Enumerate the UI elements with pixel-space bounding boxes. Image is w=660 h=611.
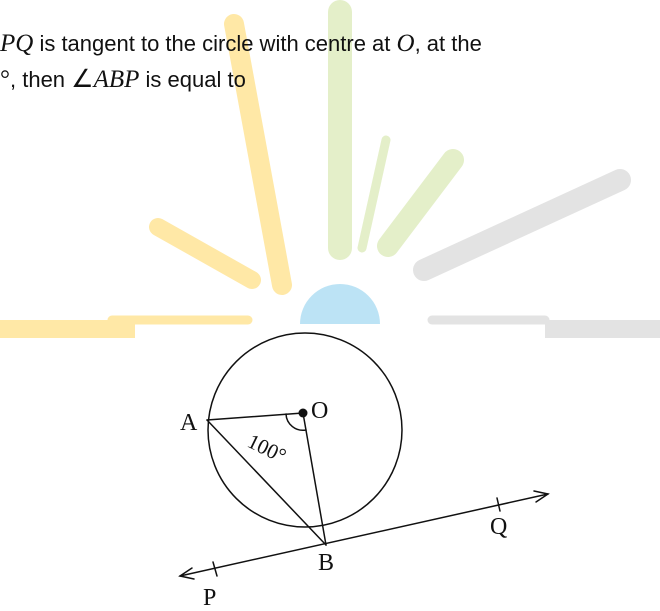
question-text-1a: is tangent to the circle with centre at: [33, 31, 397, 56]
label-a: A: [180, 410, 198, 436]
question-line-1: PQ is tangent to the circle with centre …: [0, 30, 482, 58]
centre-name: O: [396, 30, 415, 57]
angle-name: ABP: [93, 66, 140, 93]
label-p: P: [203, 585, 216, 611]
centre-point: [298, 408, 308, 418]
label-b: B: [318, 550, 334, 576]
chord-ab: [206, 419, 327, 546]
label-q: Q: [490, 514, 507, 540]
question-text-2b: is equal to: [139, 67, 246, 92]
question-text-2a: , then: [10, 67, 72, 92]
watermark-sun: [300, 284, 380, 324]
watermark-ray-green-thin: [357, 135, 391, 253]
arrowhead-p: [178, 567, 195, 580]
watermark-ray-yellow-diagonal: [149, 218, 261, 289]
watermark-bar-yellow: [0, 320, 135, 338]
label-o: O: [311, 398, 328, 424]
tangent-line-pq: [179, 493, 549, 577]
tick-q: [496, 497, 501, 512]
arrowhead-q: [533, 490, 550, 503]
watermark-bar-gray: [545, 320, 660, 338]
angle-label: 100°: [244, 429, 290, 468]
tangent-line-name: PQ: [0, 30, 34, 57]
question-line-2: °, then ∠ABP is equal to: [0, 64, 246, 94]
watermark-ray-green-diagonal: [377, 149, 464, 257]
tick-p: [212, 561, 218, 577]
degree-symbol: °: [0, 66, 10, 93]
watermark-ray-yellow-vertical: [224, 14, 292, 295]
circle: [207, 332, 403, 528]
angle-symbol: ∠: [71, 66, 94, 93]
watermark-ray-gray-diagonal: [413, 169, 631, 281]
radius-oa: [206, 412, 304, 421]
angle-arc-aob: [285, 413, 307, 432]
question-text-1b: , at the: [414, 31, 482, 56]
radius-ob: [302, 412, 327, 546]
